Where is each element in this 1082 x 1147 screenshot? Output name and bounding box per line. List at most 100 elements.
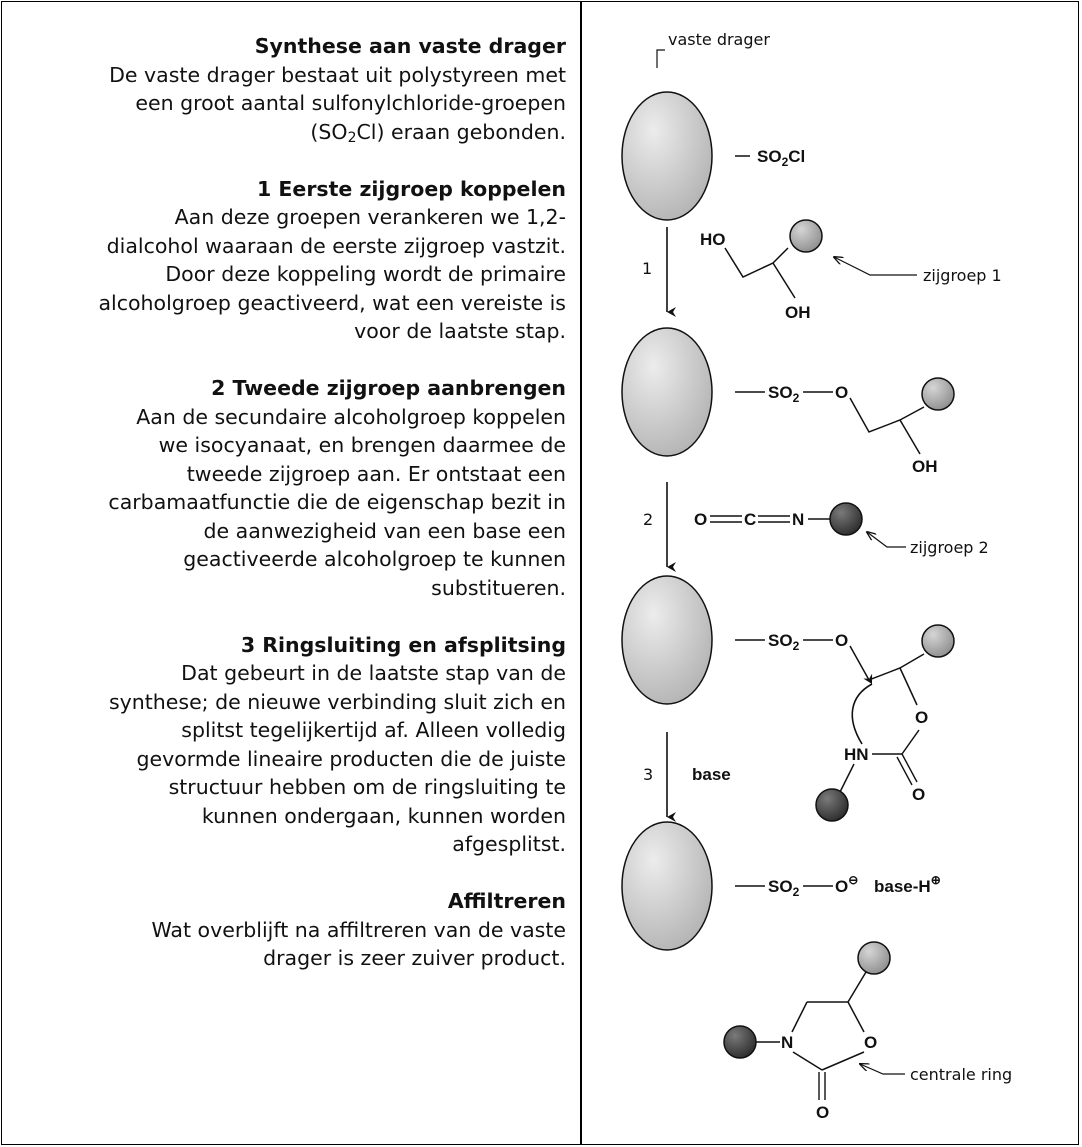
side-group-1: [789, 219, 823, 253]
section-step2: 2 Tweede zijgroep aanbrengen Aan de secu…: [2, 374, 566, 602]
section-line: Door deze koppeling wordt de primaire: [165, 262, 566, 286]
section-title: Synthese aan vaste drager: [254, 34, 566, 58]
leader-arrow: [867, 532, 906, 548]
section-title: 1 Eerste zijgroep koppelen: [257, 176, 566, 201]
section-step3: 3 Ringsluiting en afsplitsing Dat gebeur…: [2, 631, 566, 859]
atom-ho: HO: [700, 230, 726, 249]
atom-hn: HN: [844, 745, 869, 764]
sulfonyl-group: SO2: [768, 631, 800, 653]
section-line: substitueren.: [431, 575, 566, 600]
section-line: tweede zijgroep aan. Er ontstaat een: [186, 461, 566, 486]
double-bond: [901, 753, 918, 783]
atom-o: O: [694, 510, 707, 529]
section-line: een groot aantal sulfonylchloride-groepe…: [135, 91, 566, 115]
section-title: Affiltreren: [447, 889, 566, 913]
formula-pre: (SO: [310, 119, 348, 144]
section-line: structuur hebben om de ringsluiting te: [168, 775, 566, 799]
section-synthese: Synthese aan vaste drager De vaste drage…: [2, 32, 566, 146]
bond: [821, 1051, 865, 1071]
solid-support-bead: [621, 575, 713, 705]
section-line: drager is zeer zuiver product.: [263, 946, 566, 970]
side-group-2: [815, 788, 849, 822]
bond: [899, 419, 921, 455]
section-line: De vaste drager bestaat uit polystyreen …: [109, 62, 566, 87]
reagent-base: base: [692, 765, 731, 784]
sulfonyl-group: SO2: [768, 383, 800, 405]
step-number-3: 3: [643, 765, 653, 784]
atom-o: O: [835, 383, 848, 402]
bond: [849, 645, 925, 681]
atom-o: O: [864, 1033, 877, 1052]
section-line: voor de laatste stap.: [354, 319, 566, 343]
atom-o: O: [912, 785, 925, 804]
protonated-base: base-H⊕: [874, 873, 941, 896]
leader-arrow: [860, 1064, 905, 1075]
bond: [792, 1051, 823, 1071]
step-number-2: 2: [643, 510, 653, 529]
section-step1: 1 Eerste zijgroep koppelen Aan deze groe…: [2, 175, 566, 346]
leader-arrow: [834, 257, 917, 276]
label-centrale-ring: centrale ring: [910, 1065, 1012, 1084]
solid-support-bead: [621, 91, 713, 221]
section-line: splitst tegelijkertijd af. Alleen volled…: [181, 718, 566, 742]
atom-oh: OH: [912, 457, 938, 476]
section-line: dialcohol waaraan de eerste zijgroep vas…: [106, 233, 566, 258]
label-zijgroep-2: zijgroep 2: [910, 538, 989, 557]
side-group-1: [921, 624, 955, 658]
solid-support-bead: [621, 327, 713, 457]
atom-o: O: [835, 631, 848, 650]
formula-post: Cl) eraan gebonden.: [356, 119, 566, 144]
sulfonylchloride-group: SO2Cl: [757, 147, 805, 169]
atom-oh: OH: [785, 303, 811, 322]
section-title: 2 Tweede zijgroep aanbrengen: [211, 376, 566, 400]
oxide-anion: O⊖: [835, 873, 858, 896]
bond: [724, 247, 789, 278]
section-affiltreren: Affiltreren Wat overblijft na affiltrere…: [2, 887, 566, 973]
label-zijgroep-1: zijgroep 1: [923, 266, 1002, 285]
section-line: afgesplitst.: [452, 832, 566, 856]
sulfonyl-group: SO2: [768, 877, 800, 899]
step-number-1: 1: [642, 259, 652, 278]
side-group-2: [829, 502, 863, 536]
section-line: alcoholgroep geactiveerd, wat een vereis…: [98, 290, 566, 315]
side-group-1: [921, 377, 955, 411]
double-bond: [896, 756, 913, 786]
leader-line: [656, 49, 665, 68]
side-group-1: [857, 941, 891, 975]
section-line: kunnen ondergaan, kunnen worden: [201, 803, 566, 828]
bond: [839, 763, 855, 793]
label-vaste-drager: vaste drager: [668, 30, 770, 49]
bond: [847, 1001, 865, 1033]
section-line: gevormde lineaire producten die de juist…: [136, 746, 567, 771]
atom-n: N: [792, 510, 804, 529]
atom-o: O: [915, 708, 928, 727]
atom-o: O: [816, 1103, 829, 1122]
bond: [772, 262, 796, 299]
bond: [849, 397, 925, 433]
atom-n: N: [781, 1033, 793, 1052]
formula-sub: 2: [347, 129, 357, 146]
section-line: Dat gebeurt in de laatste stap van de: [181, 661, 566, 685]
section-line: synthese; de nieuwe verbinding sluit zic…: [108, 689, 566, 714]
section-line: (SO2Cl) eraan gebonden.: [2, 118, 566, 147]
bond: [901, 729, 920, 755]
curved-electron-arrow: [851, 673, 873, 745]
column-divider: [580, 2, 582, 1144]
section-line: we isocyanaat, en brengen daarmee de: [158, 433, 566, 457]
synthesis-scheme: vaste drager SO2Cl 1 HO OH zijgroep 1 SO…: [621, 30, 1012, 1122]
bond: [791, 1001, 808, 1033]
section-line: de aanwezigheid van een base een: [203, 518, 566, 543]
section-line: carbamaatfunctie die de eigenschap bezit…: [108, 490, 566, 514]
bond: [847, 971, 867, 1003]
section-line: Wat overblijft na affiltreren van de vas…: [151, 917, 566, 942]
section-line: Aan deze groepen verankeren we 1,2-: [174, 205, 566, 229]
side-group-2: [723, 1025, 757, 1059]
section-title: 3 Ringsluiting en afsplitsing: [240, 632, 566, 657]
section-line: geactiveerde alcoholgroep te kunnen: [183, 547, 566, 571]
bond: [899, 667, 918, 706]
text-column: Synthese aan vaste drager De vaste drage…: [2, 32, 566, 1001]
solid-support-bead: [621, 821, 713, 951]
section-line: Aan de secundaire alcoholgroep koppelen: [136, 404, 566, 429]
atom-c: C: [744, 510, 756, 529]
